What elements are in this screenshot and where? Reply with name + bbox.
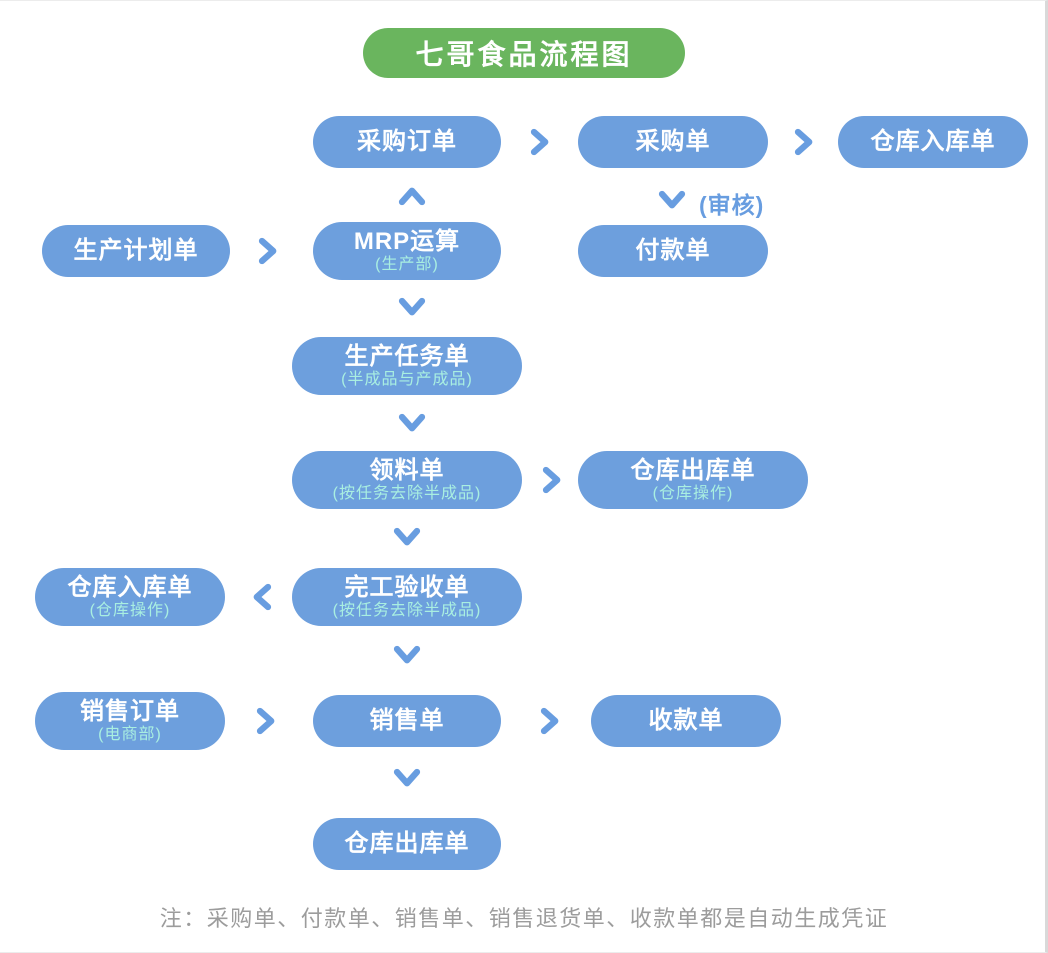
- node-sales-order: 销售订单 (电商部): [35, 692, 225, 750]
- node-production-task: 生产任务单 (半成品与产成品): [292, 337, 522, 395]
- node-warehouse-inbound-finished: 仓库入库单 (仓库操作): [35, 568, 225, 626]
- node-warehouse-inbound: 仓库入库单: [838, 116, 1028, 168]
- chevron-right-icon: [524, 127, 554, 157]
- chevron-up-icon: [397, 182, 427, 212]
- node-label: 采购订单: [357, 128, 457, 156]
- node-label: 生产任务单: [344, 342, 470, 370]
- node-label: 仓库入库单: [870, 128, 996, 156]
- node-completion-inspection: 完工验收单 (按任务去除半成品): [292, 568, 522, 626]
- chevron-down-icon: [657, 184, 687, 214]
- node-sublabel: (电商部): [98, 726, 162, 744]
- node-sublabel: (仓库操作): [89, 602, 171, 620]
- node-sublabel: (半成品与产成品): [341, 371, 473, 389]
- node-label: 生产计划单: [73, 237, 199, 265]
- node-sublabel: (仓库操作): [652, 485, 734, 503]
- node-label: 采购单: [635, 128, 711, 156]
- chevron-right-icon: [788, 127, 818, 157]
- chevron-right-icon: [536, 465, 566, 495]
- chevron-left-icon: [248, 582, 278, 612]
- chevron-down-icon: [397, 291, 427, 321]
- node-label: 仓库入库单: [67, 573, 193, 601]
- chevron-right-icon: [252, 236, 282, 266]
- node-warehouse-outbound-sales: 仓库出库单: [313, 818, 501, 870]
- node-label: 领料单: [369, 456, 445, 484]
- node-purchase-order: 采购订单: [313, 116, 501, 168]
- node-label: 收款单: [648, 707, 724, 735]
- node-label: MRP运算: [353, 227, 461, 255]
- node-sublabel: (生产部): [375, 256, 439, 274]
- node-label: 完工验收单: [344, 573, 470, 601]
- chevron-down-icon: [392, 639, 422, 669]
- node-sublabel: (按任务去除半成品): [332, 602, 482, 620]
- node-receipt: 收款单: [591, 695, 781, 747]
- node-mrp-calculation: MRP运算 (生产部): [313, 222, 501, 280]
- node-label: 仓库出库单: [344, 830, 470, 858]
- footer-note: 注：采购单、付款单、销售单、销售退货单、收款单都是自动生成凭证: [159, 906, 889, 931]
- node-purchase: 采购单: [578, 116, 768, 168]
- node-label: 销售单: [369, 707, 445, 735]
- chevron-right-icon: [250, 706, 280, 736]
- node-sublabel: (按任务去除半成品): [332, 485, 482, 503]
- node-warehouse-outbound: 仓库出库单 (仓库操作): [578, 451, 808, 509]
- audit-label: (审核): [699, 192, 765, 218]
- chevron-right-icon: [534, 706, 564, 736]
- node-production-plan: 生产计划单: [42, 225, 230, 277]
- page-title: 七哥食品流程图: [363, 28, 685, 78]
- chevron-down-icon: [392, 762, 422, 792]
- node-label: 付款单: [635, 237, 711, 265]
- node-sales: 销售单: [313, 695, 501, 747]
- node-label: 仓库出库单: [630, 456, 756, 484]
- chevron-down-icon: [397, 407, 427, 437]
- node-material-request: 领料单 (按任务去除半成品): [292, 451, 522, 509]
- chevron-down-icon: [392, 521, 422, 551]
- node-payment: 付款单: [578, 225, 768, 277]
- node-label: 销售订单: [80, 697, 180, 725]
